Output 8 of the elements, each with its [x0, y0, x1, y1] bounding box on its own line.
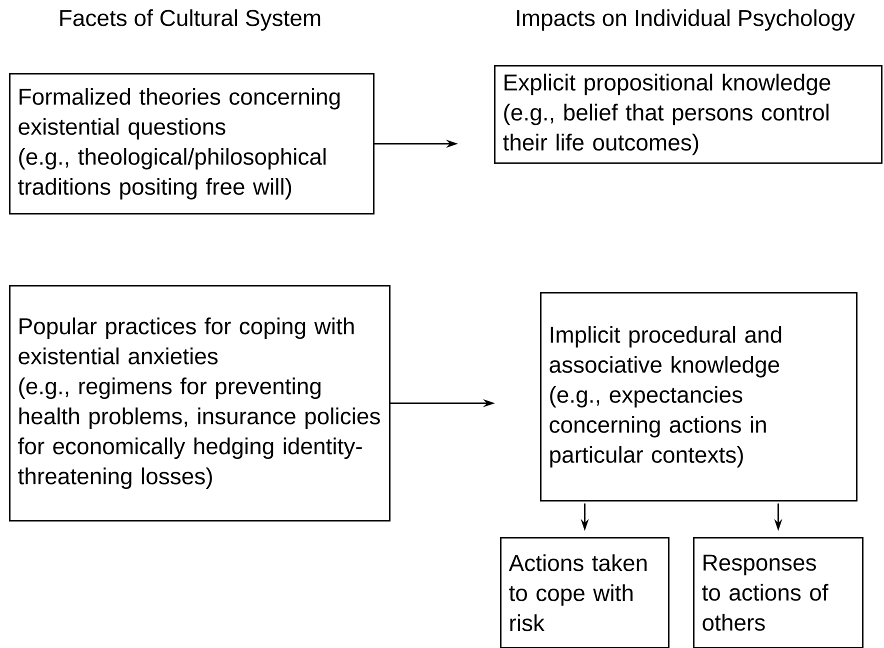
- column-heading: Impacts on Individual Psychology: [517, 9, 855, 31]
- text-box: Explicit propositional knowledge (e.g., belief that persons control their life outcomes): [494, 65, 882, 164]
- text-box: Popular practices for coping with existential anxieties (e.g., regimens for preventing health problems, insurance policies for economically hedging identity-threatening losses): [9, 285, 390, 522]
- text-box: Formalized theories concerning existential questions (e.g., theological/philosophical traditions positing free will): [9, 73, 374, 214]
- text-box: Implicit procedural and associative knowledge (e.g., expectancies concerning actions in particular contexts): [540, 292, 858, 502]
- text-box: Responses to actions of others: [693, 536, 864, 648]
- column-heading: Facets of Cultural System: [60, 9, 320, 31]
- text-box: Actions taken to cope with risk: [500, 536, 670, 648]
